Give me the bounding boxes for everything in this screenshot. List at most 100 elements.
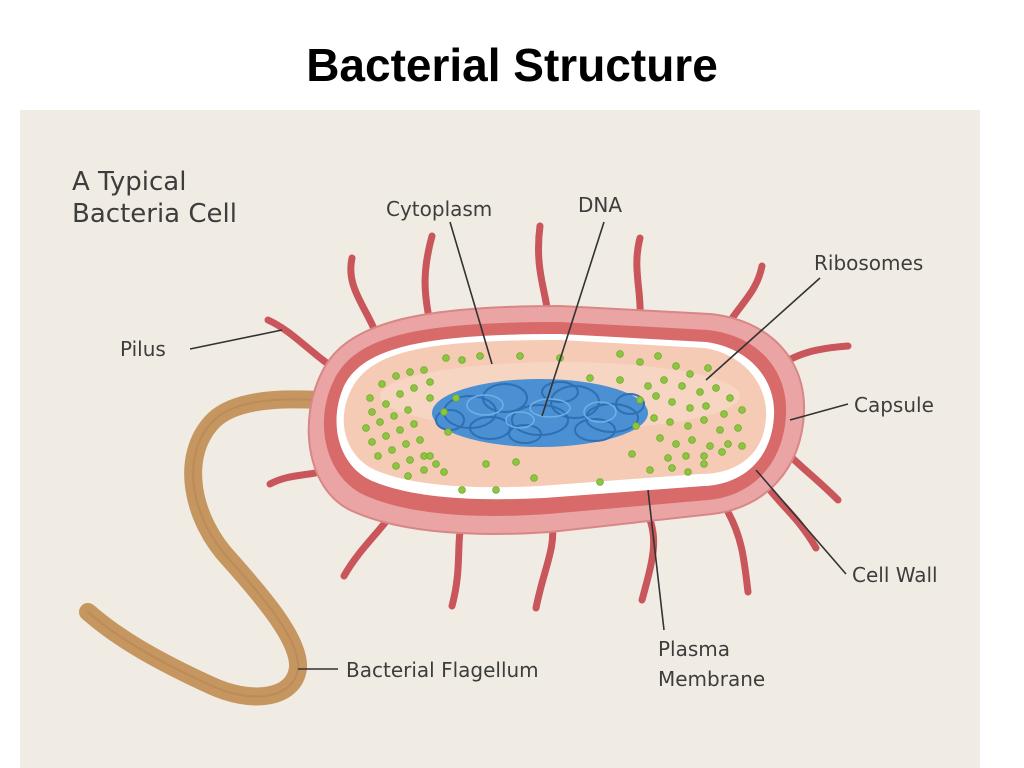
ribosome [718, 448, 726, 456]
ribosome [530, 474, 538, 482]
ribosome [368, 438, 376, 446]
ribosome [410, 384, 418, 392]
ribosome [458, 356, 466, 364]
label-bacterial-flagellum: Bacterial Flagellum [346, 658, 539, 682]
ribosome [672, 362, 680, 370]
ribosomes [362, 350, 746, 494]
ribosome [646, 466, 654, 474]
ribosome [668, 398, 676, 406]
ribosome [416, 436, 424, 444]
ribosome [684, 422, 692, 430]
ribosome [724, 440, 732, 448]
ribosome [404, 406, 412, 414]
ribosome [396, 390, 404, 398]
ribosome [476, 352, 484, 360]
ribosome [654, 352, 662, 360]
ribosome [688, 436, 696, 444]
ribosome [686, 404, 694, 412]
ribosome [432, 460, 440, 468]
ribosome [660, 376, 668, 384]
ribosome [388, 446, 396, 454]
flagellum [79, 390, 359, 706]
ribosome [368, 408, 376, 416]
ribosome [382, 400, 390, 408]
ribosome [712, 384, 720, 392]
ribosome [444, 428, 452, 436]
ribosome [586, 374, 594, 382]
ribosome [664, 454, 672, 462]
ribosome [366, 394, 374, 402]
ribosome [706, 442, 714, 450]
label-pilus: Pilus [120, 337, 166, 361]
label-ribosomes: Ribosomes [814, 251, 923, 275]
ribosome [704, 364, 712, 372]
ribosome [716, 426, 724, 434]
ribosome [442, 354, 450, 362]
ribosome [672, 440, 680, 448]
ribosome [404, 472, 412, 480]
ribosome [440, 408, 448, 416]
ribosome [616, 376, 624, 384]
ribosome [636, 358, 644, 366]
ribosome [382, 432, 390, 440]
ribosome [700, 416, 708, 424]
label-cell-wall: Cell Wall [852, 563, 938, 587]
label-plasma-membrane-line2: Membrane [658, 667, 765, 691]
ribosome [362, 424, 370, 432]
ribosome [426, 378, 434, 386]
ribosome [410, 420, 418, 428]
ribosome [482, 460, 490, 468]
ribosome [686, 370, 694, 378]
ribosome [734, 424, 742, 432]
ribosome [650, 414, 658, 422]
ribosome [406, 456, 414, 464]
ribosome [632, 422, 640, 430]
ribosome [666, 418, 674, 426]
ribosome [700, 460, 708, 468]
ribosome [652, 392, 660, 400]
ribosome [376, 418, 384, 426]
slide-title: Bacterial Structure [306, 39, 718, 91]
ribosome [512, 458, 520, 466]
label-capsule: Capsule [854, 393, 934, 417]
ribosome [738, 406, 746, 414]
label-dna: DNA [578, 193, 622, 217]
ribosome [396, 426, 404, 434]
ribosome [420, 466, 428, 474]
ribosome [678, 382, 686, 390]
ribosome [392, 462, 400, 470]
ribosome [420, 366, 428, 374]
label-plasma-membrane-line1: Plasma [658, 637, 730, 661]
ribosome [738, 442, 746, 450]
ribosome [596, 478, 604, 486]
ribosome [628, 450, 636, 458]
dna [432, 379, 648, 447]
ribosome [700, 452, 708, 460]
ribosome [720, 410, 728, 418]
ribosome [392, 372, 400, 380]
diagram-subtitle-line1: A Typical [72, 167, 186, 197]
ribosome [426, 452, 434, 460]
ribosome [636, 396, 644, 404]
ribosome [374, 452, 382, 460]
ribosome [684, 468, 692, 476]
ribosome [616, 350, 624, 358]
ribosome [702, 402, 710, 410]
ribosome [492, 486, 500, 494]
ribosome [656, 434, 664, 442]
ribosome [440, 468, 448, 476]
ribosome [668, 464, 676, 472]
ribosome [458, 486, 466, 494]
diagram-subtitle-line2: Bacteria Cell [72, 199, 237, 229]
label-cytoplasm: Cytoplasm [386, 197, 492, 221]
ribosome [682, 452, 690, 460]
ribosome [644, 382, 652, 390]
ribosome [390, 412, 398, 420]
ribosome [426, 394, 434, 402]
ribosome [378, 380, 386, 388]
ribosome [516, 352, 524, 360]
label-leaders [189, 221, 849, 670]
ribosome [726, 394, 734, 402]
ribosome [696, 388, 704, 396]
